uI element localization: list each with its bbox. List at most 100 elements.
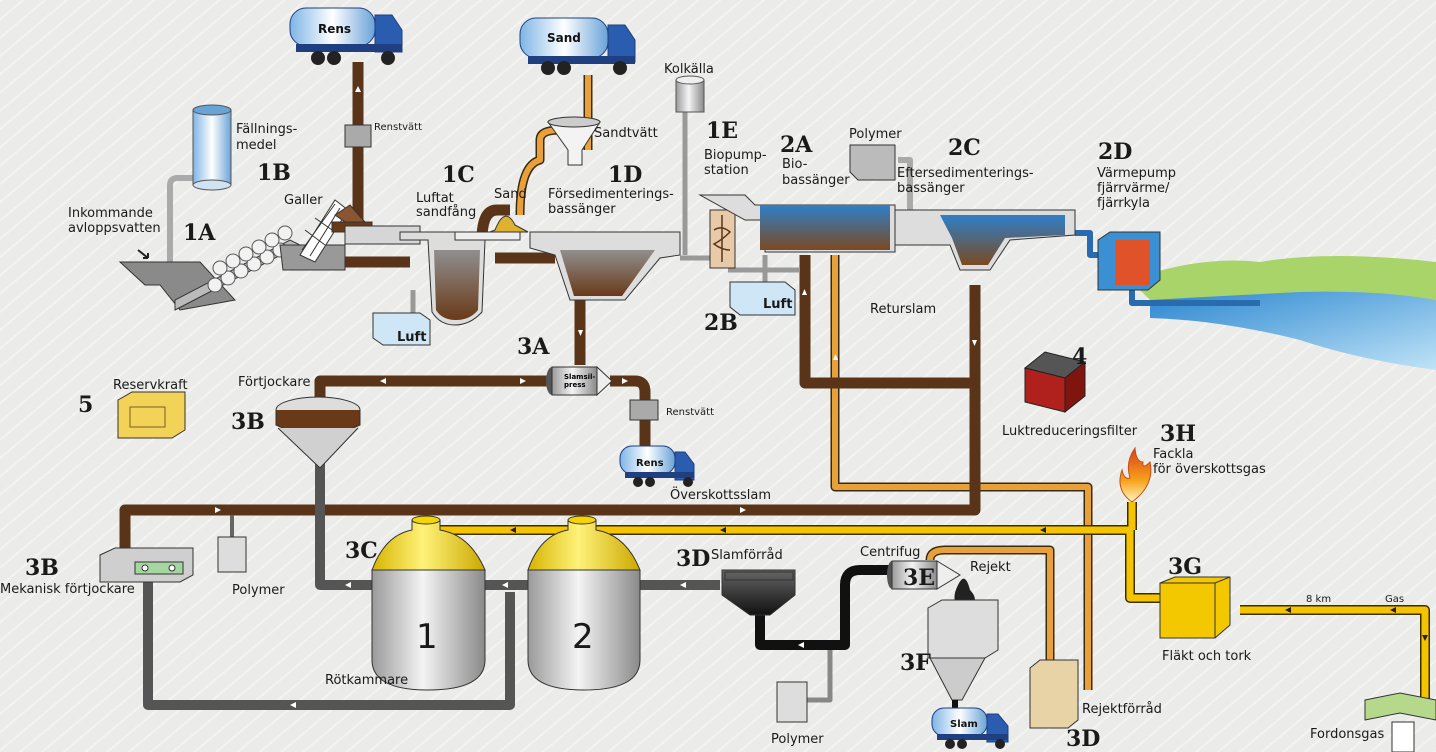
sludge-storage xyxy=(721,569,796,616)
digester-2-number: 2 xyxy=(572,617,594,657)
sludge-screw-press xyxy=(546,365,613,397)
bio-air-box xyxy=(729,281,796,316)
truck-screenings xyxy=(289,7,403,65)
inlet-label-2: avloppsvatten xyxy=(68,221,161,236)
sand-label: Sand xyxy=(494,187,527,202)
primary-label: Försedimenterings- xyxy=(548,187,674,202)
press-label: Slamsil- xyxy=(564,373,595,381)
truck-press-label: Rens xyxy=(636,458,664,469)
excess-sludge-pipe xyxy=(119,383,981,555)
screen-wash-unit xyxy=(344,124,372,148)
step-3b: 3B xyxy=(231,409,265,435)
truck-screenings-label: Rens xyxy=(318,22,351,36)
thickener-polymer-label: Polymer xyxy=(232,583,285,598)
excess-sludge-label: Överskottsslam xyxy=(670,486,771,503)
screen-basin xyxy=(279,199,421,271)
reject-storage xyxy=(1029,659,1079,729)
press-label-2: press xyxy=(564,381,586,389)
secondary-label: Eftersedimenterings- xyxy=(897,166,1034,181)
bio-polymer-label: Polymer xyxy=(849,127,902,142)
flare-label: Fackla xyxy=(1153,447,1194,462)
polymer-box-storage xyxy=(776,681,808,723)
backup-label: Reservkraft xyxy=(113,378,188,393)
return-sludge-pipe xyxy=(799,255,981,389)
gas-arrows xyxy=(510,527,1428,641)
backup-power-unit xyxy=(117,391,186,439)
step-1b: 1B xyxy=(257,160,291,186)
vehicle-gas-label: Fordonsgas xyxy=(1310,727,1385,742)
screen-label: Galler xyxy=(284,193,323,208)
screen-wash-label: Renstvätt xyxy=(374,122,422,133)
step-3c: 3C xyxy=(345,538,378,564)
digester-1 xyxy=(371,515,486,691)
dewatered-sludge-pipe xyxy=(755,565,890,650)
heatpump-label: Värmepump xyxy=(1097,166,1176,181)
step-2b: 2B xyxy=(704,310,738,336)
thickener-label: Förtjockare xyxy=(238,375,310,390)
vehicle-gas-station xyxy=(1364,692,1436,752)
storage-polymer-label: Polymer xyxy=(771,732,824,747)
grit-air-box xyxy=(372,312,431,346)
chemical-label-2: medel xyxy=(236,138,277,153)
sand-washer xyxy=(547,116,601,166)
inflow-arrow-icon xyxy=(137,249,149,259)
chemical-tank xyxy=(192,104,232,191)
press-wash-unit xyxy=(629,399,659,421)
step-2d: 2D xyxy=(1098,139,1132,165)
mech-thickener-label: Mekanisk förtjockare xyxy=(0,582,135,597)
recipient-lake xyxy=(1130,256,1436,370)
step-1d: 1D xyxy=(608,162,642,188)
flare-icon xyxy=(1119,446,1152,503)
storage-label: Slamförråd xyxy=(711,548,783,563)
flow-arrows xyxy=(215,86,977,708)
step-1c: 1C xyxy=(442,162,475,188)
step-3g: 3G xyxy=(1168,554,1202,580)
grit-label: Luftat xyxy=(416,191,454,206)
carbon-source-tank xyxy=(675,75,705,113)
truck-sand-label: Sand xyxy=(547,31,581,45)
fan-label: Fläkt och tork xyxy=(1162,649,1252,664)
step-3f: 3F xyxy=(900,650,931,676)
gas-label: Gas xyxy=(1385,594,1404,605)
labels: Rens Sand Rens Slam Fällnings- medel Ink… xyxy=(0,22,1404,752)
step-1e: 1E xyxy=(706,118,738,144)
grit-air-label: Luft xyxy=(397,330,426,345)
biopump-station xyxy=(709,209,736,269)
odor-filter-house xyxy=(1023,351,1087,414)
gas-pipe xyxy=(430,502,1430,700)
bio-label: Bio- xyxy=(782,157,808,172)
grit-chamber xyxy=(399,215,529,326)
primary-sedimentation xyxy=(529,231,681,301)
distance-label: 8 km xyxy=(1306,594,1331,605)
bio-air-label: Luft xyxy=(763,297,792,312)
thickened-sludge-pipe xyxy=(315,455,375,590)
biopump-label-2: station xyxy=(704,163,749,178)
fan-dryer-unit xyxy=(1159,576,1231,639)
carbon-source-label: Kolkälla xyxy=(664,62,714,77)
step-3a: 3A xyxy=(517,334,550,360)
truck-press-screenings xyxy=(619,445,695,487)
bio-label-2: bassänger xyxy=(782,173,850,188)
inlet-label: Inkommande xyxy=(68,206,153,221)
inlet-channel xyxy=(118,225,302,311)
heatpump-label-2: fjärrvärme/ xyxy=(1097,181,1170,196)
flare-label-2: för överskottsgas xyxy=(1153,462,1266,477)
step-3d: 3D xyxy=(676,546,710,572)
heatpump-label-3: fjärrkyla xyxy=(1097,196,1150,211)
return-sludge-label: Returslam xyxy=(870,302,936,317)
primary-label-2: bassänger xyxy=(548,202,616,217)
step-5: 5 xyxy=(78,392,93,418)
gravity-thickener xyxy=(275,396,361,469)
reject-storage-label: Rejektförråd xyxy=(1082,702,1162,717)
chemical-label: Fällnings- xyxy=(236,122,298,137)
odor-label: Luktreduceringsfilter xyxy=(1002,424,1138,439)
centrifuge-label: Centrifug xyxy=(860,545,920,560)
sludge-silo xyxy=(927,599,999,710)
step-3h: 3H xyxy=(1160,421,1196,447)
step-3d-reject: 3D xyxy=(1066,726,1100,752)
truck-sand xyxy=(519,17,636,75)
step-1a: 1A xyxy=(183,220,216,246)
heat-pump xyxy=(1097,231,1161,291)
step-4: 4 xyxy=(1072,344,1087,370)
